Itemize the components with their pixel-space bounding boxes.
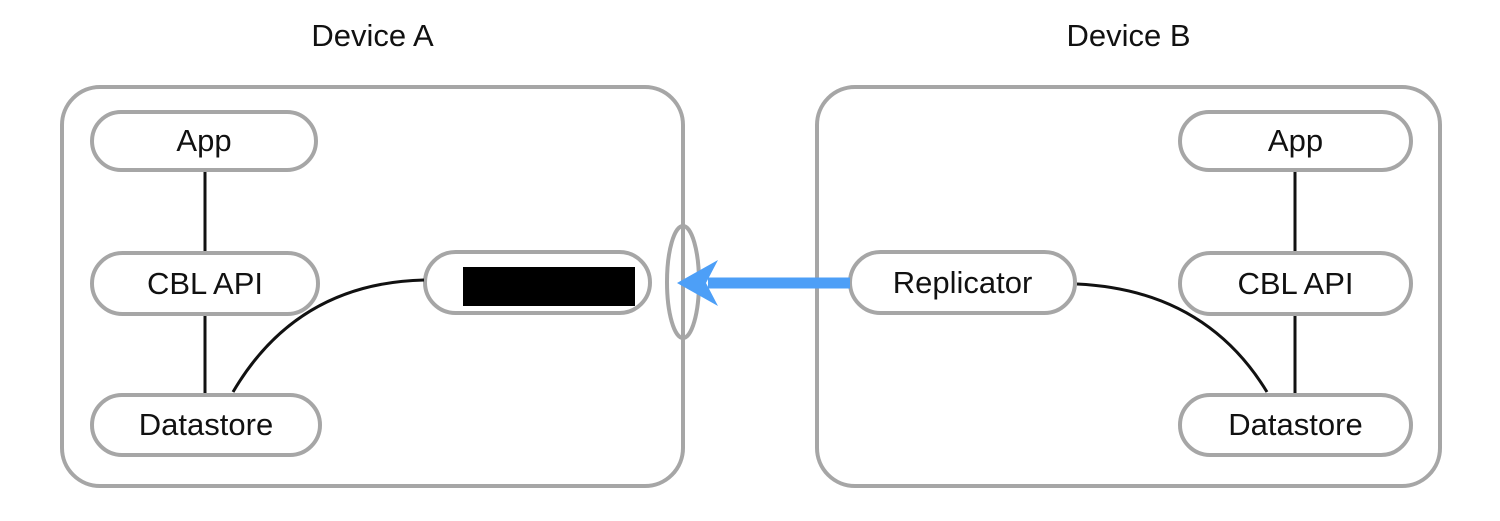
device-b-cbl-api-node: CBL API (1178, 251, 1413, 316)
node-label: App (176, 123, 232, 158)
node-label: CBL API (146, 265, 264, 301)
device-a-app-node: App (90, 110, 318, 172)
node-label: App (1267, 123, 1324, 158)
node-label: Datastore (138, 407, 274, 442)
device-a-redacted-node (423, 250, 652, 315)
node-label: CBL API (1237, 265, 1354, 301)
device-b-datastore-node: Datastore (1178, 393, 1413, 457)
device-b-replicator-node: Replicator (848, 250, 1077, 315)
device-a-title: Device A (311, 18, 434, 53)
node-label: Replicator (892, 264, 1033, 300)
node-label: Datastore (1228, 407, 1363, 442)
device-a-datastore-node: Datastore (90, 393, 322, 457)
device-b-app-node: App (1178, 110, 1413, 172)
redaction-black-box (463, 267, 635, 306)
device-a-cbl-api-node: CBL API (90, 251, 320, 316)
device-b-title: Device B (1066, 18, 1191, 53)
